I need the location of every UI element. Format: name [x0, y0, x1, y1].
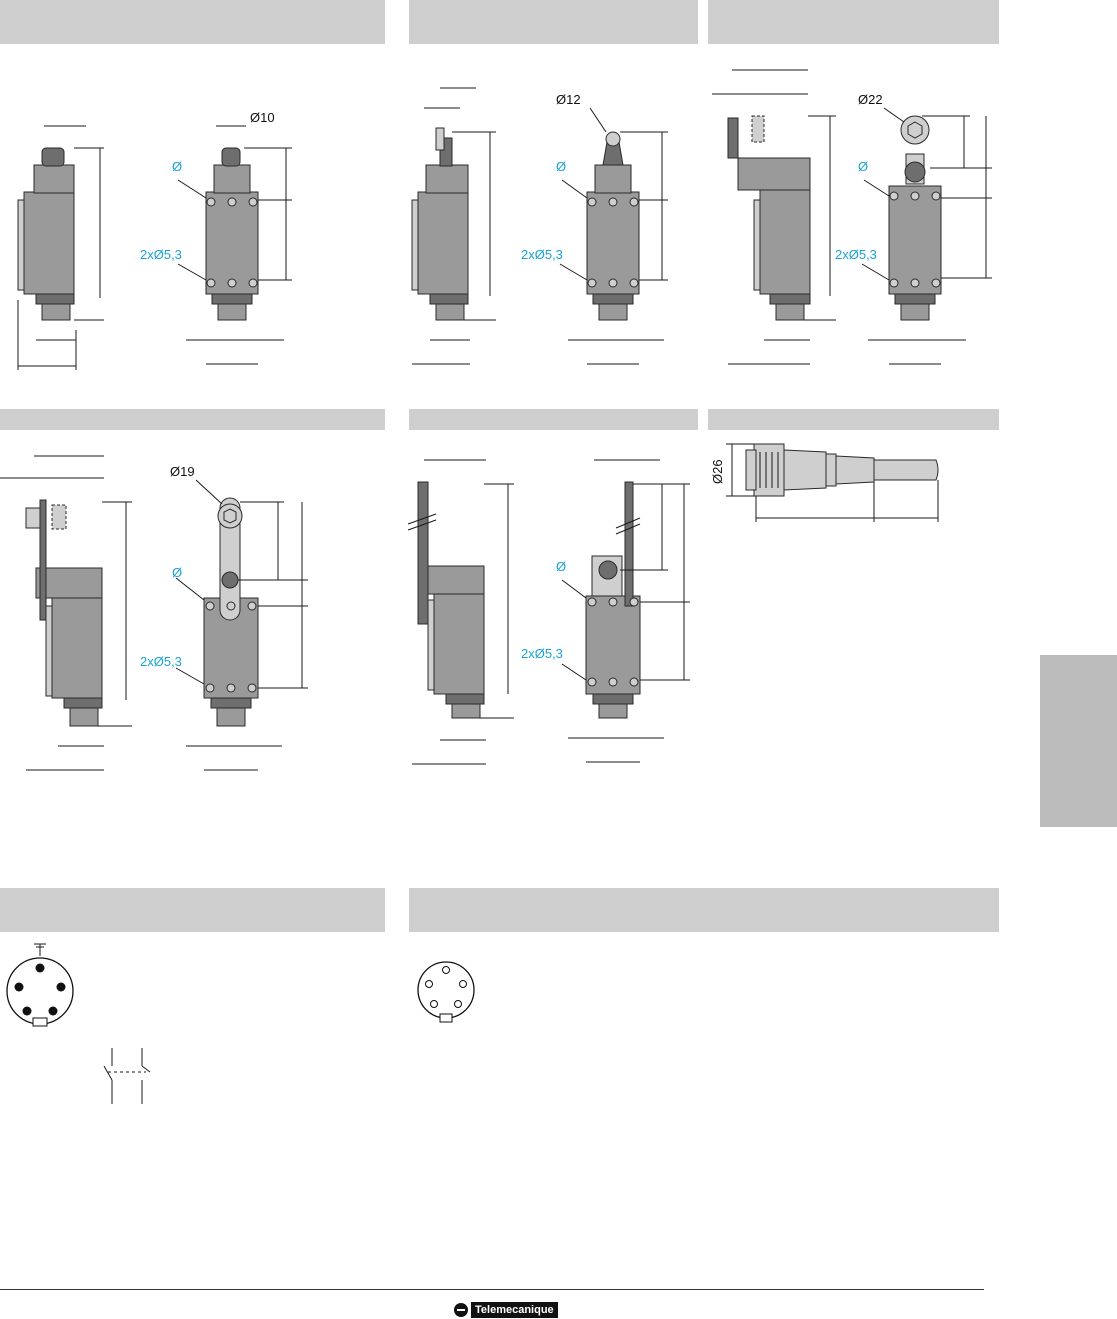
holes-callout-1: 2xØ5,3	[140, 247, 182, 262]
contact-symbol	[103, 1048, 151, 1104]
drawing-6-front-view: Ø22 Ø 2xØ5,3	[835, 92, 992, 365]
drawing-10-front-view: Ø 2xØ5,3	[521, 459, 690, 763]
dia-callout-5: Ø	[556, 559, 566, 574]
dia12-label: Ø12	[556, 92, 581, 107]
pin-diagram-right	[417, 961, 475, 1023]
header-band-row1-right	[708, 0, 999, 44]
drawing-3-side-view	[411, 87, 496, 365]
drawing-4-front-view: Ø12 Ø 2xØ5,3	[521, 92, 668, 365]
brand-logo: Telemecanique	[454, 1302, 558, 1318]
drawing-9-side-view	[407, 459, 514, 765]
drawing-11-connector: Ø26	[710, 443, 939, 522]
dia19-label: Ø19	[170, 464, 195, 479]
brand-mark-icon	[454, 1303, 468, 1317]
drawing-8-front-view: Ø19 Ø 2xØ5,3	[140, 464, 308, 771]
header-band-row2-right	[708, 409, 999, 430]
drawing-1-side-view	[17, 125, 104, 370]
header-band-row2-left	[0, 409, 385, 430]
header-band-row3-right	[409, 888, 999, 932]
drawing-2-front-view: Ø10 Ø 2xØ5,3	[140, 110, 292, 365]
dia-callout-2: Ø	[556, 159, 566, 174]
brand-name: Telemecanique	[471, 1302, 558, 1318]
dia-callout-4: Ø	[172, 565, 182, 580]
dia10-label: Ø10	[250, 110, 275, 125]
drawing-7-side-view	[0, 455, 132, 771]
dia-callout-1: Ø	[172, 159, 182, 174]
side-section-tab	[1040, 655, 1117, 827]
footer-rule	[0, 1289, 984, 1290]
pin-diagram-left	[6, 943, 74, 1027]
header-band-row1-left	[0, 0, 385, 44]
holes-callout-4: 2xØ5,3	[140, 654, 182, 669]
header-band-row3-left	[0, 888, 385, 932]
header-band-row2-mid	[409, 409, 698, 430]
holes-callout-5: 2xØ5,3	[521, 646, 563, 661]
drawing-5-side-view	[712, 69, 836, 365]
header-band-row1-mid	[409, 0, 698, 44]
dia22-label: Ø22	[858, 92, 883, 107]
holes-callout-2: 2xØ5,3	[521, 247, 563, 262]
dia26-label: Ø26	[710, 459, 725, 484]
dia-callout-3: Ø	[858, 159, 868, 174]
holes-callout-3: 2xØ5,3	[835, 247, 877, 262]
